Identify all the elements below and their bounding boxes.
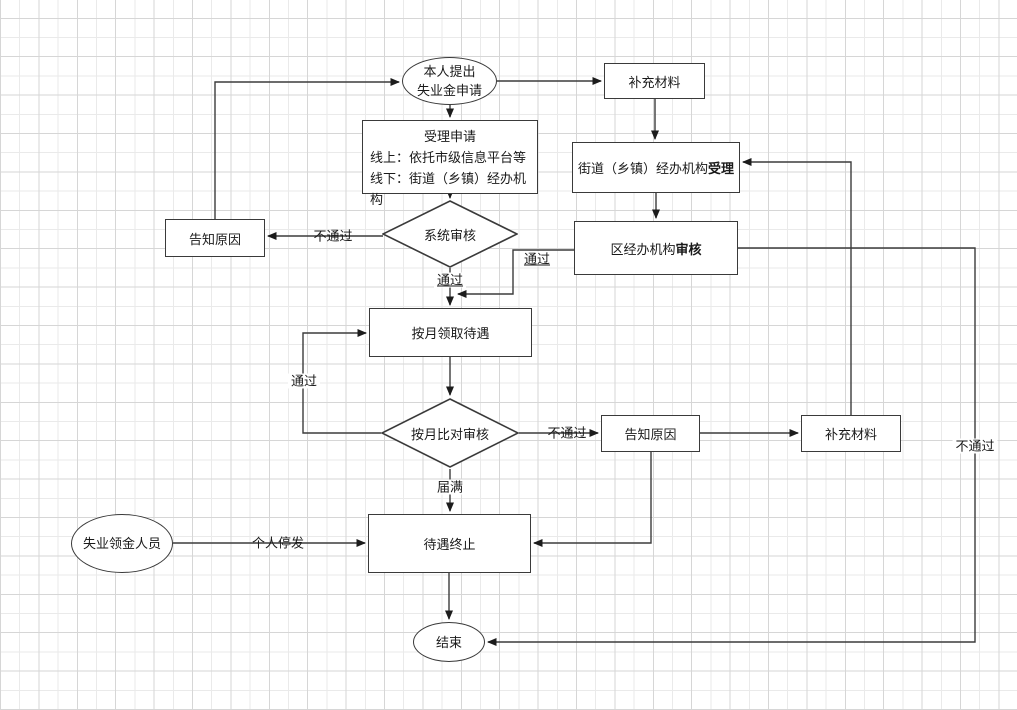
node-label: 按月领取待遇 bbox=[411, 326, 490, 341]
node-benefit-termination[interactable]: 待遇终止 bbox=[368, 514, 531, 573]
node-unemployed-recipient[interactable]: 失业领金人员 bbox=[71, 514, 173, 573]
edge-supplement2-to-street bbox=[742, 158, 852, 415]
node-district-agency-review[interactable]: 区经办机构审核 bbox=[574, 221, 738, 275]
edge-label-fail-1[interactable]: 不通过 bbox=[313, 228, 353, 244]
node-label: 街道（乡镇）经办机构受理 bbox=[577, 161, 735, 176]
node-notify-reason-2[interactable]: 告知原因 bbox=[601, 415, 700, 452]
node-supplement-materials-2[interactable]: 补充材料 bbox=[801, 415, 901, 452]
node-label: 按月比对审核 bbox=[410, 426, 489, 442]
node-monthly-benefit[interactable]: 按月领取待遇 bbox=[369, 308, 532, 357]
node-label: 系统审核 bbox=[423, 227, 476, 243]
edge-district-fail-to-end bbox=[487, 247, 976, 646]
diamond-shape bbox=[382, 200, 518, 268]
node-label: 补充材料 bbox=[628, 74, 681, 90]
node-label: 补充材料 bbox=[824, 427, 877, 442]
node-label: 告知原因 bbox=[624, 427, 677, 442]
edge-label-fail-3[interactable]: 不通过 bbox=[952, 438, 998, 454]
edge-label-pass-1[interactable]: 通过 bbox=[433, 272, 467, 288]
edge-label-pass-3[interactable]: 通过 bbox=[287, 373, 321, 389]
edge-reason1-to-start bbox=[214, 78, 400, 219]
edge-label-fail-2[interactable]: 不通过 bbox=[547, 425, 587, 441]
node-label-line2: 线上：依托市级信息平台等 bbox=[370, 150, 527, 165]
node-start-application[interactable]: 本人提出 失业金申请 bbox=[402, 57, 497, 105]
edge-district-pass-to-monthly bbox=[457, 249, 574, 298]
edge-label-expire[interactable]: 届满 bbox=[433, 479, 467, 495]
node-label: 区经办机构审核 bbox=[610, 241, 702, 257]
node-street-agency-accept[interactable]: 街道（乡镇）经办机构受理 bbox=[572, 142, 740, 193]
node-notify-reason-1[interactable]: 告知原因 bbox=[165, 219, 265, 257]
node-accept-application[interactable]: 受理申请 线上：依托市级信息平台等 线下：街道（乡镇）经办机构 bbox=[362, 120, 538, 207]
node-label-line3: 线下：街道（乡镇）经办机构 bbox=[370, 171, 527, 207]
edge-label-pass-2[interactable]: 通过 bbox=[520, 251, 554, 267]
node-label: 待遇终止 bbox=[423, 537, 476, 552]
edge-reason2-to-termination bbox=[533, 452, 652, 547]
node-label: 告知原因 bbox=[188, 231, 241, 247]
diamond-shape bbox=[381, 398, 519, 468]
edge-label-stop[interactable]: 个人停发 bbox=[251, 535, 305, 551]
node-supplement-materials-1[interactable]: 补充材料 bbox=[604, 63, 705, 99]
node-monthly-review[interactable]: 按月比对审核 bbox=[381, 398, 519, 468]
node-system-review[interactable]: 系统审核 bbox=[382, 200, 518, 268]
node-end[interactable]: 结束 bbox=[413, 622, 485, 662]
node-label-line1: 受理申请 bbox=[423, 129, 476, 144]
